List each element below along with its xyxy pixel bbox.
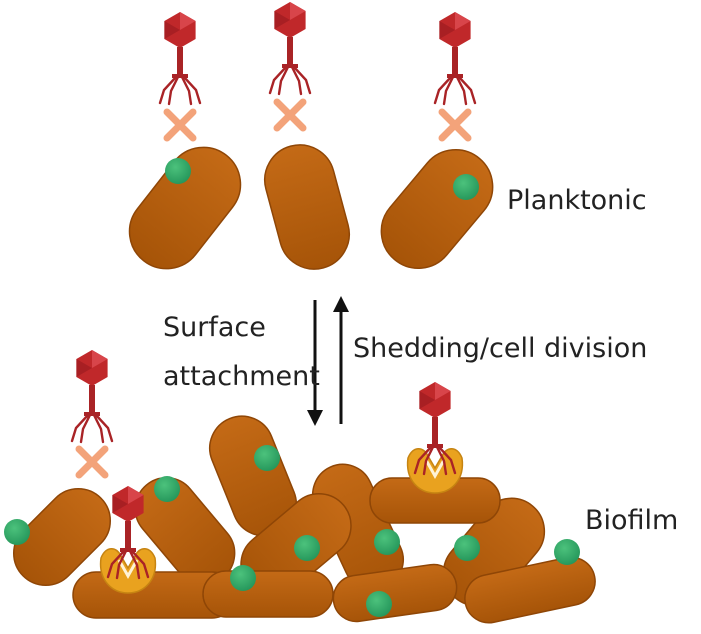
planktonic-cell-left bbox=[128, 146, 242, 270]
surface-attachment-label-line2: attachment bbox=[163, 361, 320, 392]
biofilm-cell bbox=[464, 556, 596, 624]
receptor-icon bbox=[165, 158, 191, 184]
up-arrow bbox=[333, 296, 349, 424]
receptor-icon bbox=[454, 535, 480, 561]
phage-icon bbox=[433, 10, 477, 106]
biofilm-cell bbox=[332, 563, 458, 623]
phage-icon bbox=[70, 348, 114, 444]
receptor-icon bbox=[294, 535, 320, 561]
planktonic-cell-right bbox=[380, 149, 494, 269]
block-x-icon bbox=[442, 112, 468, 138]
receptor-icon bbox=[453, 174, 479, 200]
phage-icon bbox=[158, 10, 202, 106]
shedding-cell-division-label: Shedding/cell division bbox=[353, 333, 648, 364]
phage-icon bbox=[268, 0, 312, 96]
block-x-icon bbox=[277, 102, 303, 128]
block-x-icon bbox=[167, 112, 193, 138]
receptor-icon bbox=[366, 591, 392, 617]
planktonic-label: Planktonic bbox=[507, 185, 647, 216]
receptor-icon bbox=[554, 539, 580, 565]
biofilm-cluster bbox=[12, 415, 596, 624]
biofilm-cell bbox=[12, 487, 112, 587]
receptor-icon bbox=[374, 529, 400, 555]
biofilm-cell bbox=[202, 570, 334, 618]
receptor-icon bbox=[154, 476, 180, 502]
receptor-icon bbox=[4, 519, 30, 545]
receptor-icon bbox=[230, 565, 256, 591]
block-x-icon bbox=[79, 449, 105, 475]
biofilm-label: Biofilm bbox=[585, 505, 679, 536]
down-arrow bbox=[307, 300, 323, 426]
planktonic-cell-middle bbox=[264, 144, 350, 270]
surface-attachment-label-line1: Surface bbox=[163, 312, 266, 343]
receptor-icon bbox=[254, 445, 280, 471]
